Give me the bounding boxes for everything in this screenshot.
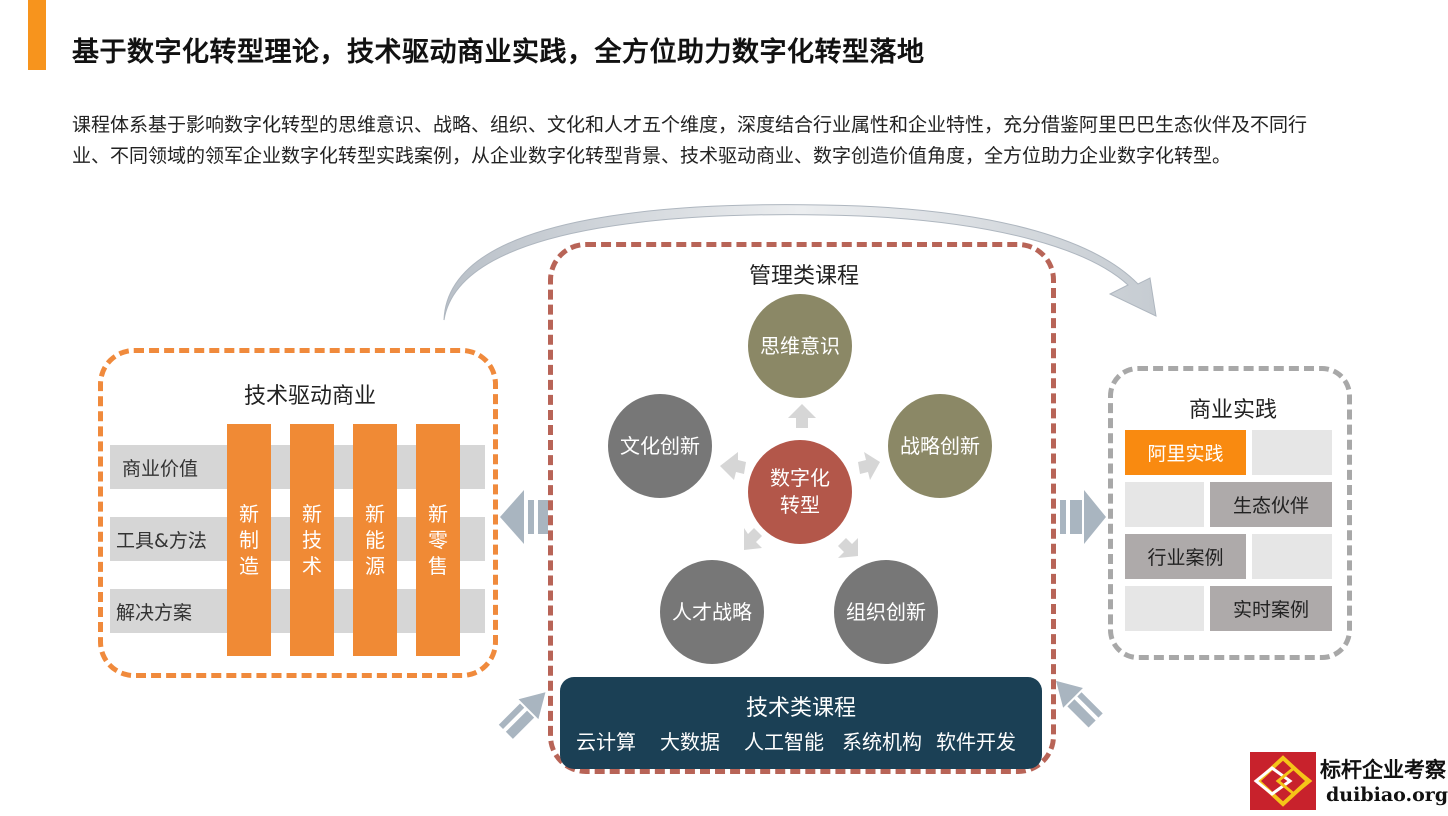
intro-paragraph: 课程体系基于影响数字化转型的思维意识、战略、组织、文化和人才五个维度，深度结合行… <box>72 114 1308 167</box>
cell-blank-4 <box>1125 586 1204 631</box>
inner-arrow-left <box>720 452 746 480</box>
page-title: 基于数字化转型理论，技术驱动商业实践，全方位助力数字化转型落地 <box>72 37 925 68</box>
node-mindset: 思维意识 <box>748 294 852 398</box>
logo-mark-icon <box>1250 752 1316 810</box>
cell-realtime-cases: 实时案例 <box>1210 586 1332 631</box>
node-digital-transformation: 数字化转型 <box>748 440 852 544</box>
left-arrow-icon <box>500 490 548 544</box>
cell-blank-1 <box>1252 430 1332 475</box>
inner-arrow-bottom-left <box>744 528 762 550</box>
node-organization: 组织创新 <box>834 560 938 664</box>
logo-name: 标杆企业考察 <box>1320 757 1446 782</box>
management-title: 管理类课程 <box>748 264 860 289</box>
business-practice-box <box>1108 366 1352 660</box>
bottom-left-arrow-icon <box>498 692 546 739</box>
management-box <box>548 242 1056 774</box>
node-strategy: 战略创新 <box>888 394 992 498</box>
tech-course-ai: 人工智能 <box>744 730 824 754</box>
cell-ali-practice: 阿里实践 <box>1125 430 1246 475</box>
tech-course-cloud: 云计算 <box>576 730 636 754</box>
tech-business-box <box>98 348 498 678</box>
cell-eco-partners: 生态伙伴 <box>1210 482 1332 527</box>
pillar-manufacturing: 新制造 <box>227 424 271 656</box>
inner-arrow-icons <box>720 404 880 558</box>
pillar-retail: 新零售 <box>416 424 460 656</box>
tech-course-bigdata: 大数据 <box>660 730 720 754</box>
inner-arrow-right <box>858 452 880 480</box>
inner-arrow-bottom-right <box>838 538 858 558</box>
pillar-energy: 新能源 <box>353 424 397 656</box>
cell-blank-3 <box>1252 534 1332 579</box>
tech-courses-title: 技术类课程 <box>745 696 857 721</box>
top-arc-arrow <box>443 204 1157 321</box>
tech-course-software: 软件开发 <box>936 730 1016 754</box>
bottom-right-arrow-icon <box>1056 680 1103 728</box>
right-arrow-icon <box>1060 490 1106 544</box>
node-talent: 人才战略 <box>660 560 764 664</box>
tech-course-systems: 系统机构 <box>842 730 922 754</box>
row-label-value: 商业价值 <box>122 458 199 480</box>
row-label-tools: 工具&方法 <box>116 530 207 552</box>
tech-courses-panel <box>560 677 1042 769</box>
row-label-solutions: 解决方案 <box>116 602 193 624</box>
tech-business-title: 技术驱动商业 <box>243 384 377 409</box>
business-practice-title: 商业实践 <box>1188 398 1278 423</box>
cell-blank-2 <box>1125 482 1204 527</box>
logo-site: duibiao.org <box>1326 784 1448 806</box>
pillar-technology: 新技术 <box>290 424 334 656</box>
cell-industry-cases: 行业案例 <box>1125 534 1246 579</box>
title-accent-bar <box>28 0 46 70</box>
node-culture: 文化创新 <box>608 394 712 498</box>
inner-arrow-top <box>788 404 816 428</box>
